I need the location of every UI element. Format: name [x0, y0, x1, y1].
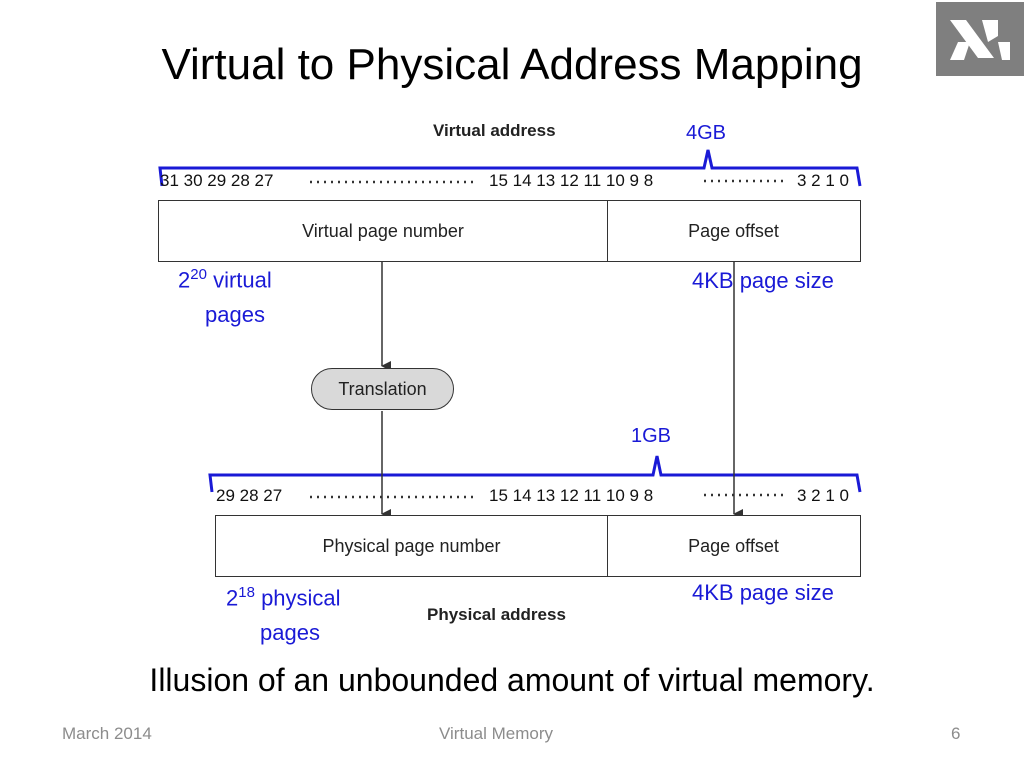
physical-page-size-label: 4KB page size: [692, 580, 834, 605]
virtual-address-label: Virtual address: [433, 121, 556, 140]
virtual-size-label: 4GB: [686, 122, 727, 144]
virtual-address-box: Virtual page number Page offset: [158, 200, 861, 262]
virtual-pages-word: virtual: [213, 267, 272, 293]
virtual-pages-count: 220 virtual: [178, 266, 272, 293]
virtual-pages-base: 2: [178, 267, 191, 293]
virtual-pages-suffix: pages: [205, 302, 265, 327]
slide-title: Virtual to Physical Address Mapping: [161, 40, 863, 89]
footer-page-number: 6: [951, 724, 961, 743]
virtual-bits-low: 3 2 1 0: [797, 171, 849, 190]
physical-bits-mid: 15 14 13 12 11 10 9 8: [489, 486, 654, 505]
virtual-page-size-label: 4KB page size: [692, 268, 834, 293]
footer-topic: Virtual Memory: [439, 724, 553, 743]
physical-bits-low: 3 2 1 0: [797, 486, 849, 505]
physical-size-label: 1GB: [631, 425, 672, 447]
physical-pages-suffix: pages: [260, 620, 320, 645]
physical-pages-count: 218 physical: [226, 584, 341, 611]
virtual-page-number-field: Virtual page number: [302, 220, 464, 241]
physical-pages-base: 2: [226, 585, 239, 611]
university-logo: [936, 2, 1024, 76]
logo-glyph-icon: [950, 20, 1010, 60]
physical-page-number-field: Physical page number: [322, 535, 501, 556]
virtual-page-offset-field: Page offset: [607, 201, 859, 261]
physical-address-box: Physical page number Page offset: [215, 515, 861, 577]
virtual-bits-high: 31 30 29 28 27: [160, 171, 274, 190]
slide-caption: Illusion of an unbounded amount of virtu…: [149, 662, 875, 698]
physical-pages-word: physical: [261, 585, 341, 611]
physical-page-offset-field: Page offset: [607, 516, 859, 576]
virtual-pages-exponent: 20: [190, 266, 207, 283]
physical-address-label: Physical address: [427, 605, 566, 624]
physical-pages-exponent: 18: [238, 584, 255, 601]
virtual-size-brace: [158, 149, 862, 187]
physical-size-brace: [208, 455, 862, 493]
virtual-bits-mid: 15 14 13 12 11 10 9 8: [489, 171, 654, 190]
physical-bits-high: 29 28 27: [216, 486, 283, 505]
footer-date: March 2014: [62, 724, 152, 743]
translation-step: Translation: [311, 368, 454, 410]
